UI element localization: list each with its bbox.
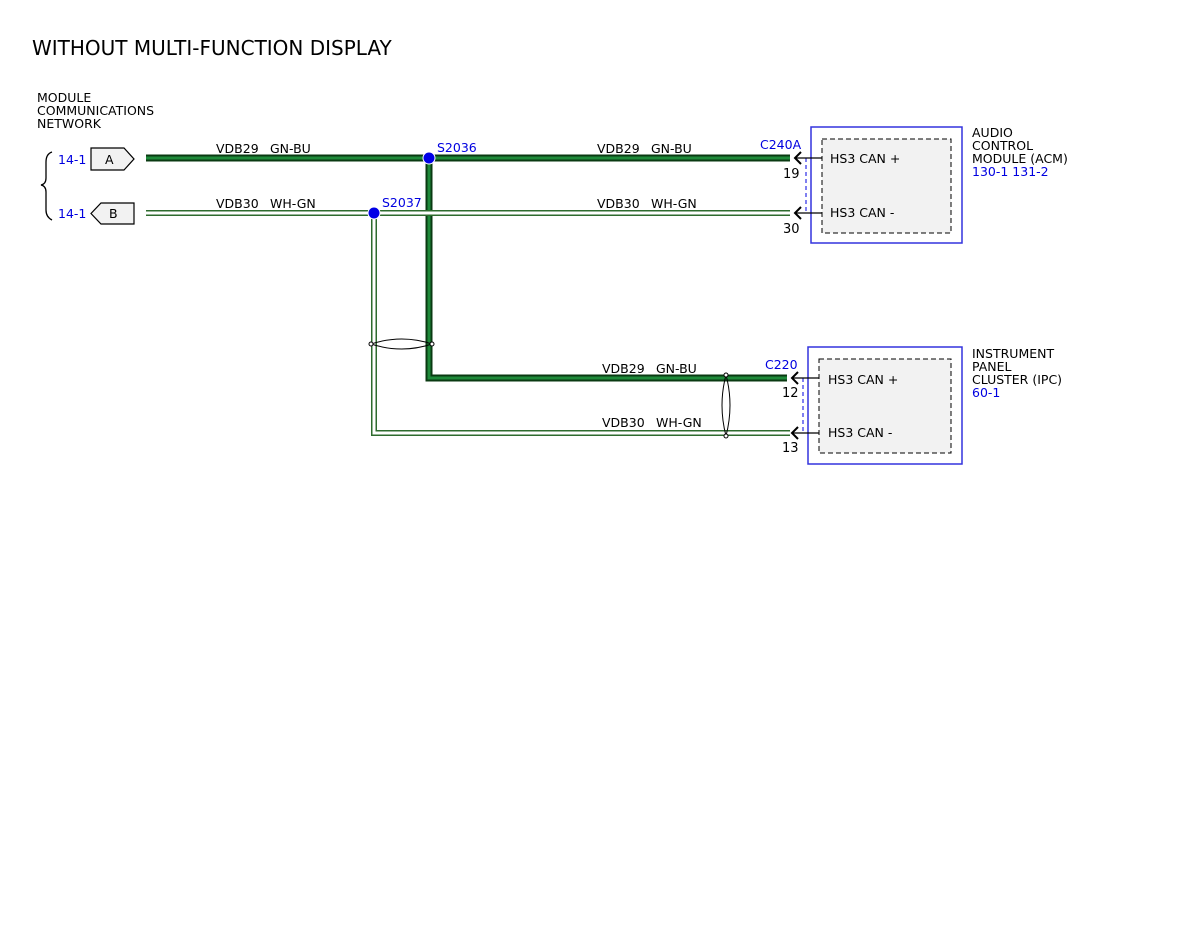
network-ref-a[interactable]: 14-1 xyxy=(58,152,86,167)
ipc-name-line3: CLUSTER (IPC) xyxy=(972,372,1062,387)
acm-name-line3: MODULE (ACM) xyxy=(972,151,1068,166)
acm-signal-hi: HS3 CAN + xyxy=(830,151,900,166)
diagram-title: WITHOUT MULTI-FUNCTION DISPLAY xyxy=(32,36,393,60)
network-label-line1: MODULE xyxy=(37,90,91,105)
wire-label-color: GN-BU xyxy=(270,141,311,156)
network-label-line3: NETWORK xyxy=(37,116,102,131)
ipc-name-line1: INSTRUMENT xyxy=(972,346,1054,361)
wire-label-color: WH-GN xyxy=(656,415,702,430)
acm-name-line1: AUDIO xyxy=(972,125,1013,140)
ipc-pin-lo: 13 xyxy=(782,441,799,456)
connector-a[interactable]: A xyxy=(90,147,135,171)
ipc-module[interactable]: HS3 CAN + HS3 CAN - xyxy=(807,346,963,465)
acm-connector-pins xyxy=(793,151,822,220)
network-brace xyxy=(40,151,53,221)
ipc-pin-hi: 12 xyxy=(782,386,799,401)
connector-b-label: B xyxy=(109,206,118,221)
acm-pin-hi: 19 xyxy=(783,167,800,182)
splice-s2036[interactable] xyxy=(422,151,436,165)
acm-refs[interactable]: 130-1 131-2 xyxy=(972,164,1049,179)
wire-label-color: GN-BU xyxy=(656,361,697,376)
acm-name-line2: CONTROL xyxy=(972,138,1033,153)
wire-label-circuit: VDB30 xyxy=(602,415,645,430)
ipc-connector-label[interactable]: C220 xyxy=(765,357,798,372)
wire-label-circuit: VDB29 xyxy=(597,141,640,156)
wire-label-circuit: VDB30 xyxy=(216,196,259,211)
acm-signal-lo: HS3 CAN - xyxy=(830,205,894,220)
wire-gn-bu[interactable] xyxy=(146,154,790,382)
twisted-pair-symbol-2 xyxy=(721,372,731,439)
acm-connector-label[interactable]: C240A xyxy=(760,137,802,152)
ipc-connector-pins xyxy=(790,371,819,440)
splice-s2037-label[interactable]: S2037 xyxy=(382,195,422,210)
acm-pin-lo: 30 xyxy=(783,222,800,237)
connector-b[interactable]: B xyxy=(90,202,135,225)
wire-label-circuit: VDB30 xyxy=(597,196,640,211)
ipc-signal-hi: HS3 CAN + xyxy=(828,372,898,387)
twisted-pair-symbol-1 xyxy=(368,338,435,350)
wire-label-circuit: VDB29 xyxy=(216,141,259,156)
ipc-refs[interactable]: 60-1 xyxy=(972,385,1000,400)
wire-label-color: WH-GN xyxy=(270,196,316,211)
wire-label-color: GN-BU xyxy=(651,141,692,156)
network-label-line2: COMMUNICATIONS xyxy=(37,103,154,118)
splice-s2036-label[interactable]: S2036 xyxy=(437,140,477,155)
connector-a-label: A xyxy=(105,152,114,167)
wire-wh-gn[interactable] xyxy=(146,210,790,436)
splice-s2037[interactable] xyxy=(367,206,381,220)
ipc-signal-lo: HS3 CAN - xyxy=(828,425,892,440)
wire-label-circuit: VDB29 xyxy=(602,361,645,376)
acm-module[interactable]: HS3 CAN + HS3 CAN - xyxy=(810,126,963,244)
wire-label-color: WH-GN xyxy=(651,196,697,211)
ipc-name-line2: PANEL xyxy=(972,359,1012,374)
network-ref-b[interactable]: 14-1 xyxy=(58,206,86,221)
